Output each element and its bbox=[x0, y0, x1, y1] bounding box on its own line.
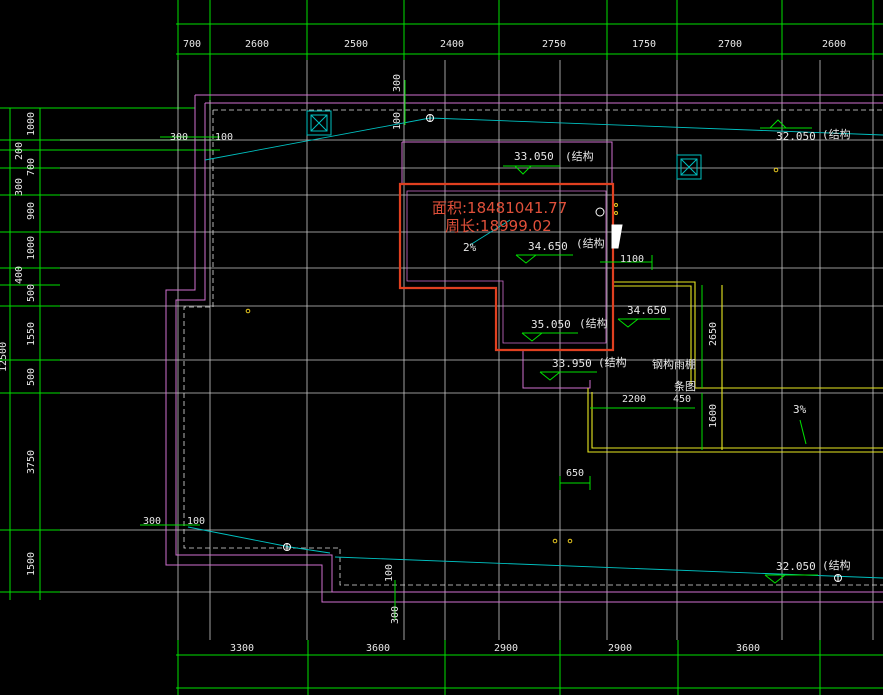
dim-label: 100 bbox=[392, 112, 403, 130]
dim-label: 300 bbox=[170, 132, 188, 143]
dim-label: 700 bbox=[183, 39, 201, 50]
dim-label: 500 bbox=[26, 368, 37, 386]
dim-label: 100 bbox=[187, 516, 205, 527]
elevation-label: 34.650 bbox=[528, 240, 568, 253]
dim-label: 450 bbox=[673, 394, 691, 405]
selected-roof-region[interactable] bbox=[398, 182, 615, 352]
elevation-labels: 33.050 (结构 34.650 (结构 35.050 (结构 33.950 … bbox=[463, 127, 851, 573]
left-dimension-labels: 1000 200 700 300 900 1000 400 500 1550 5… bbox=[0, 112, 37, 576]
dim-label: 2750 bbox=[542, 39, 566, 50]
structure-label: (结构 bbox=[576, 236, 605, 250]
dim-label: 3300 bbox=[230, 643, 254, 654]
dim-label: 100 bbox=[215, 132, 233, 143]
structure-label: (结构 bbox=[565, 149, 594, 163]
elevation-label: 33.950 bbox=[552, 357, 592, 370]
roof-drain-box-icon bbox=[306, 110, 332, 136]
steel-canopy-outline bbox=[587, 281, 883, 453]
elevation-label: 32.050 bbox=[776, 560, 816, 573]
dim-label: 1000 bbox=[26, 112, 37, 136]
dim-label: 3600 bbox=[736, 643, 760, 654]
roof-drain-box-icon bbox=[676, 154, 702, 180]
slope-label: 2% bbox=[463, 241, 477, 254]
parapet-dashed-line bbox=[183, 109, 883, 586]
dim-label: 300 bbox=[390, 606, 401, 624]
dim-label: 3600 bbox=[366, 643, 390, 654]
dim-label: 1100 bbox=[620, 254, 644, 265]
area-label: 面积:18481041.77 bbox=[432, 199, 567, 217]
wall-outline bbox=[165, 94, 883, 603]
elevation-label: 35.050 bbox=[531, 318, 571, 331]
dim-label: 1750 bbox=[632, 39, 656, 50]
marker-dots bbox=[245, 167, 779, 544]
elevation-markers bbox=[503, 119, 818, 584]
dim-label: 1500 bbox=[26, 552, 37, 576]
perimeter-label: 周长:18999.02 bbox=[445, 217, 552, 235]
structure-label: (结构 bbox=[822, 558, 851, 572]
top-dimension-ticks bbox=[177, 0, 874, 110]
dim-label: 1000 bbox=[26, 236, 37, 260]
dim-label: 650 bbox=[566, 468, 584, 479]
dim-label: 3750 bbox=[26, 450, 37, 474]
dim-label: 2200 bbox=[622, 394, 646, 405]
dim-label: 700 bbox=[26, 158, 37, 176]
structure-label: (结构 bbox=[822, 127, 851, 141]
structure-label: (结构 bbox=[579, 316, 608, 330]
dim-label: 2900 bbox=[608, 643, 632, 654]
small-dimension-marks bbox=[140, 80, 807, 620]
dim-label: 300 bbox=[392, 74, 403, 92]
small-dimension-labels: 300 100 300 100 300 100 100 300 1100 265… bbox=[143, 74, 719, 624]
dim-label: 500 bbox=[26, 284, 37, 302]
dim-label: 2650 bbox=[708, 322, 719, 346]
dim-label: 100 bbox=[384, 564, 395, 582]
dim-label: 900 bbox=[26, 202, 37, 220]
dim-label: 2900 bbox=[494, 643, 518, 654]
selected-region-inner-outline bbox=[406, 190, 607, 344]
area-perimeter-readout: 面积:18481041.77 周长:18999.02 bbox=[432, 199, 567, 235]
purlin-label: 条图 bbox=[674, 379, 696, 393]
dim-label: 1550 bbox=[26, 322, 37, 346]
dim-label: 2700 bbox=[718, 39, 742, 50]
elevation-label: 33.050 bbox=[514, 150, 554, 163]
bottom-dimension-ticks bbox=[177, 640, 821, 695]
top-dimension-labels: 700 2600 2500 2400 2750 1750 2700 2600 bbox=[183, 39, 846, 50]
dim-label: 2600 bbox=[822, 39, 846, 50]
rainwater-outlet-icons bbox=[283, 114, 842, 582]
dim-label: 2500 bbox=[344, 39, 368, 50]
drainage-slope-lines bbox=[187, 117, 883, 579]
dim-label: 2400 bbox=[440, 39, 464, 50]
steel-canopy-label: 钢构雨棚 bbox=[652, 357, 696, 371]
dim-label: 2600 bbox=[245, 39, 269, 50]
dim-label-total: 12500 bbox=[0, 342, 9, 372]
grid-lines bbox=[60, 60, 883, 640]
drain-pipe-icon bbox=[611, 224, 623, 249]
dim-label: 300 bbox=[143, 516, 161, 527]
elevation-label: 32.050 bbox=[776, 130, 816, 143]
structure-label: (结构 bbox=[598, 355, 627, 369]
elevation-label: 34.650 bbox=[627, 304, 667, 317]
dim-label: 300 bbox=[14, 178, 25, 196]
dim-label: 1600 bbox=[708, 404, 719, 428]
bottom-dimension-labels: 3300 3600 2900 2900 3600 bbox=[230, 643, 760, 654]
dim-label: 200 bbox=[14, 142, 25, 160]
dim-label: 400 bbox=[14, 266, 25, 284]
slope-label: 3% bbox=[793, 403, 807, 416]
